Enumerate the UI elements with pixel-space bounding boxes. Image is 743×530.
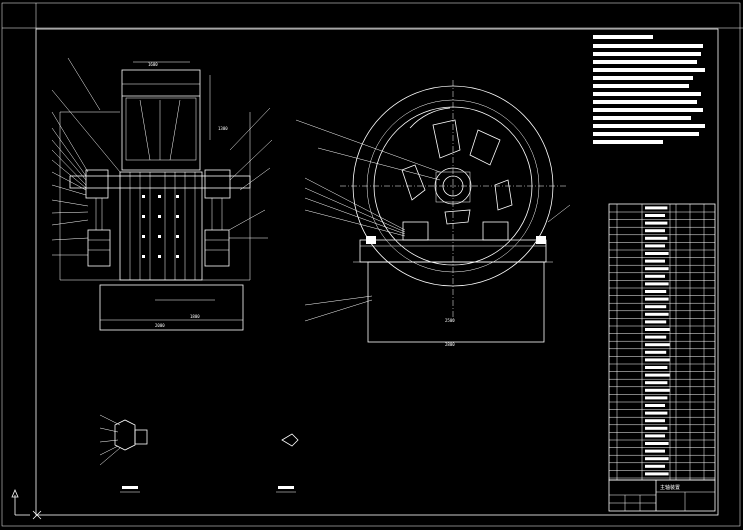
table-cell-text (645, 259, 665, 263)
table-cell-text (645, 290, 667, 293)
table-cell-text (645, 350, 667, 354)
table-cell-text (645, 411, 668, 415)
svg-text:2800: 2800 (445, 342, 455, 347)
table-cell-text (645, 206, 668, 210)
table-cell-text (645, 464, 665, 468)
table-cell-text (645, 388, 670, 392)
table-cell-text (645, 472, 669, 476)
table-cell-text (645, 358, 670, 362)
table-cell-text (645, 214, 665, 217)
svg-text:1300: 1300 (218, 126, 228, 131)
table-cell-text (645, 282, 669, 286)
table-cell-text (645, 381, 668, 385)
table-cell-text (645, 419, 665, 423)
table-cell-text (645, 236, 668, 240)
table-cell-text (645, 434, 665, 438)
table-cell-text (645, 221, 668, 225)
table-cell-text (645, 449, 665, 453)
detail-view-b (276, 433, 299, 493)
table-cell-text (645, 297, 669, 301)
table-cell-text (645, 267, 669, 271)
table-cell-text (645, 373, 670, 377)
detail-view-a (99, 414, 148, 493)
front-view-drawing: 1600 1300 2000 1800 (51, 57, 273, 331)
table-cell-text (645, 396, 668, 400)
svg-text:1800: 1800 (190, 314, 200, 319)
table-cell-text (645, 229, 665, 233)
table-cell-text (645, 457, 669, 461)
title-block: 主轴装置 (608, 479, 716, 512)
table-cell-text (645, 404, 665, 407)
table-cell-text (645, 320, 667, 324)
table-cell-text (645, 244, 665, 248)
parts-list-table (608, 203, 716, 481)
table-cell-text (645, 442, 669, 445)
table-cell-text (645, 343, 670, 347)
drawing-title: 主轴装置 (660, 484, 680, 491)
svg-text:2500: 2500 (445, 318, 455, 323)
svg-text:1600: 1600 (148, 62, 158, 67)
table-cell-text (645, 274, 665, 278)
table-cell-text (645, 305, 667, 309)
svg-text:2000: 2000 (155, 323, 165, 328)
technical-notes-block (593, 35, 705, 144)
side-view-drawing: 2500 2800 (295, 80, 571, 347)
table-cell-text (645, 252, 669, 255)
table-cell-text (645, 426, 668, 430)
ucs-icon (11, 488, 42, 520)
table-cell-text (645, 312, 669, 316)
table-cell-text (645, 328, 670, 331)
table-cell-text (645, 335, 667, 339)
table-cell-text (645, 366, 668, 369)
